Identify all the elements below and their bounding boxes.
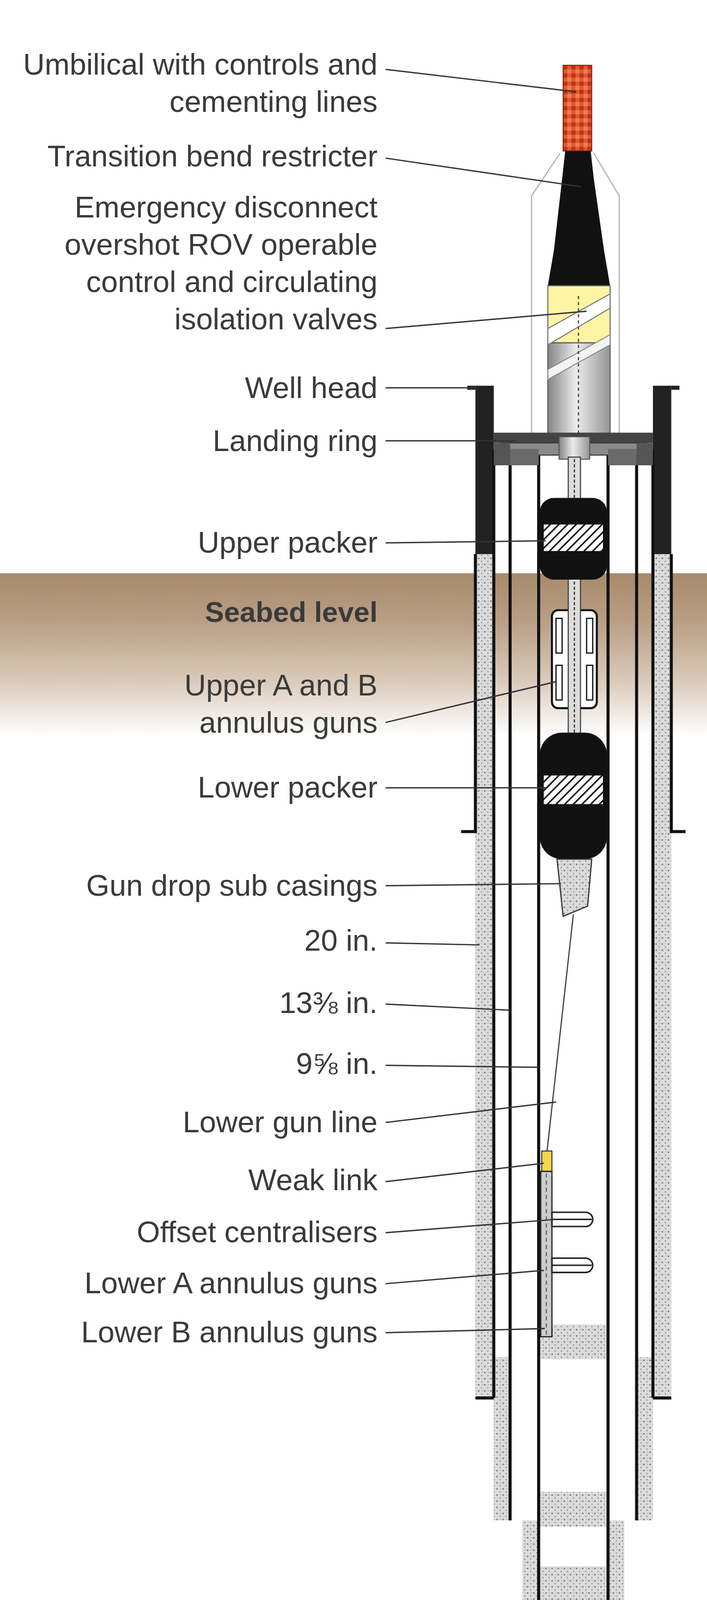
- cement: [636, 1357, 653, 1522]
- stinger: [559, 436, 590, 460]
- centraliser: [551, 1212, 593, 1227]
- upper-packer: [539, 498, 607, 580]
- leader-line: [385, 1065, 539, 1068]
- cement: [493, 1357, 511, 1522]
- umbilical: [563, 65, 592, 152]
- callout-label: 13⅜ in.: [0, 984, 378, 1022]
- callout-label: Lower gun line: [0, 1103, 378, 1142]
- band-label: Seabed level: [205, 594, 378, 630]
- callout-label: Weak link: [0, 1161, 378, 1199]
- well-head-tick: [671, 385, 680, 390]
- lower-packer: [539, 733, 607, 860]
- lower-guns: [540, 1171, 552, 1338]
- cement: [475, 554, 494, 1399]
- bend-restricter: [547, 151, 611, 286]
- leader-line: [385, 1220, 556, 1234]
- callout-label: Offset centralisers: [0, 1213, 378, 1251]
- gun-slot: [586, 618, 593, 654]
- leader-line: [385, 787, 546, 789]
- control-line: [577, 296, 579, 437]
- gun-drop-sub: [557, 859, 593, 917]
- callout-label: Emergency disconnect overshot ROV operab…: [18, 188, 378, 338]
- centraliser: [551, 1258, 593, 1274]
- callout-label: Upper packer: [0, 523, 378, 562]
- weak-link: [541, 1151, 552, 1172]
- gun-slot: [586, 665, 593, 701]
- callout-label: 20 in.: [0, 922, 378, 960]
- callout-label: Transition bend restricter: [0, 137, 378, 175]
- leader-line: [385, 69, 577, 92]
- leader-line: [385, 883, 561, 886]
- gun-line: [546, 914, 574, 1154]
- well-head: [652, 385, 672, 555]
- casing-hanger: [510, 449, 539, 466]
- well-head: [475, 385, 494, 555]
- leader-line: [385, 311, 587, 329]
- cement-plug: [540, 1566, 607, 1600]
- callout-label: Lower B annulus guns: [0, 1313, 378, 1352]
- gun-line-inner: [545, 1173, 547, 1335]
- cement-plug: [540, 1492, 607, 1528]
- leader-line: [385, 541, 546, 544]
- leader-line: [385, 1102, 556, 1123]
- packer-element: [543, 524, 604, 552]
- leader-line: [385, 1004, 511, 1011]
- cement: [522, 1521, 539, 1600]
- cement: [607, 1521, 625, 1600]
- callout-label: Upper A and B annulus guns: [123, 666, 379, 742]
- leader-line: [385, 1270, 544, 1284]
- cement: [652, 554, 672, 1399]
- callout-label: Lower A annulus guns: [0, 1264, 378, 1303]
- callout-label: Landing ring: [0, 422, 378, 460]
- callout-label: Gun drop sub casings: [0, 867, 378, 905]
- callout-label: Umbilical with controls and cementing li…: [0, 45, 378, 121]
- casing-hanger: [607, 449, 637, 466]
- gun-slot: [555, 665, 562, 701]
- callout-label: Lower packer: [0, 768, 378, 807]
- leader-line: [385, 440, 516, 442]
- leader-line: [385, 158, 582, 187]
- leader-line: [385, 1329, 545, 1333]
- leader-line: [385, 943, 480, 946]
- callout-label: Well head: [0, 369, 378, 407]
- callout-label: 9⅝ in.: [0, 1045, 378, 1083]
- casing-hanger: [493, 442, 511, 466]
- packer-element: [543, 775, 604, 805]
- casing-hanger: [636, 442, 653, 466]
- helix-band: [547, 294, 611, 346]
- leader-line: [385, 1163, 544, 1182]
- gun-slot: [555, 618, 562, 654]
- leader-line: [385, 387, 476, 389]
